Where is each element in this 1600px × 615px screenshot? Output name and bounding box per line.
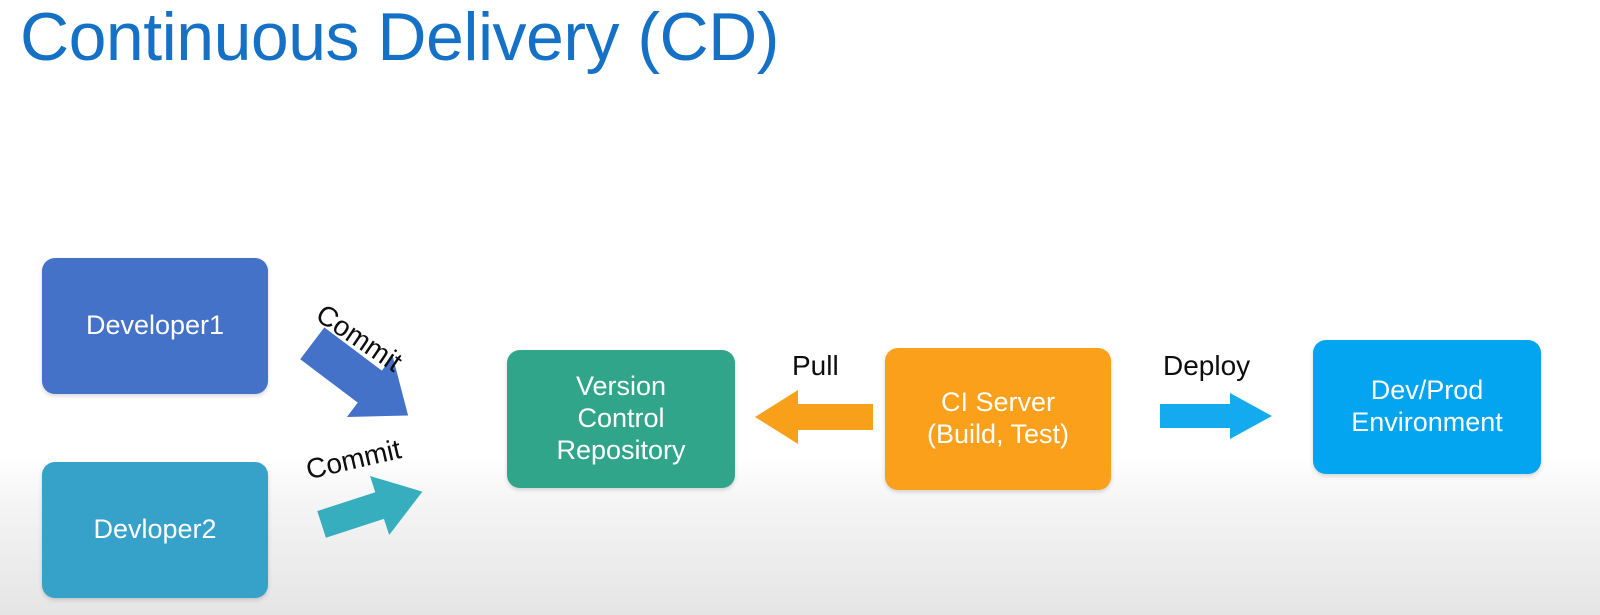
env-label-line2: Environment bbox=[1351, 407, 1503, 437]
arrow-pull-icon bbox=[755, 390, 873, 444]
ci-label-line1: CI Server bbox=[940, 387, 1056, 418]
vcs-label-line1: Version bbox=[575, 371, 667, 402]
node-ci-server[interactable]: CI Server (Build, Test) bbox=[885, 348, 1111, 490]
edge-label-pull: Pull bbox=[792, 350, 839, 381]
arrow-commit-1-icon bbox=[300, 327, 409, 417]
node-developer1-label: Developer1 bbox=[85, 310, 225, 341]
node-dev-prod-environment[interactable]: Dev/Prod Environment bbox=[1313, 340, 1541, 474]
node-developer2[interactable]: Devloper2 bbox=[42, 462, 268, 598]
page-title: Continuous Delivery (CD) bbox=[20, 0, 779, 75]
node-developer2-label: Devloper2 bbox=[93, 514, 217, 545]
node-developer1[interactable]: Developer1 bbox=[42, 258, 268, 394]
env-label-line1: Dev/Prod bbox=[1370, 375, 1484, 406]
vcs-label-line3: Repository bbox=[556, 434, 686, 465]
arrow-deploy-icon bbox=[1160, 393, 1272, 439]
node-ci-server-text: CI Server (Build, Test) bbox=[927, 387, 1069, 451]
node-dev-prod-environment-text: Dev/Prod Environment bbox=[1351, 375, 1503, 439]
node-version-control-repository[interactable]: Version Control Repository bbox=[507, 350, 735, 488]
edge-label-deploy: Deploy bbox=[1163, 350, 1251, 381]
vcs-label-line2: Control bbox=[577, 403, 665, 434]
node-version-control-repository-text: Version Control Repository bbox=[556, 371, 685, 467]
ci-label-line2: (Build, Test) bbox=[926, 419, 1070, 449]
arrow-commit-2-icon bbox=[317, 476, 423, 538]
